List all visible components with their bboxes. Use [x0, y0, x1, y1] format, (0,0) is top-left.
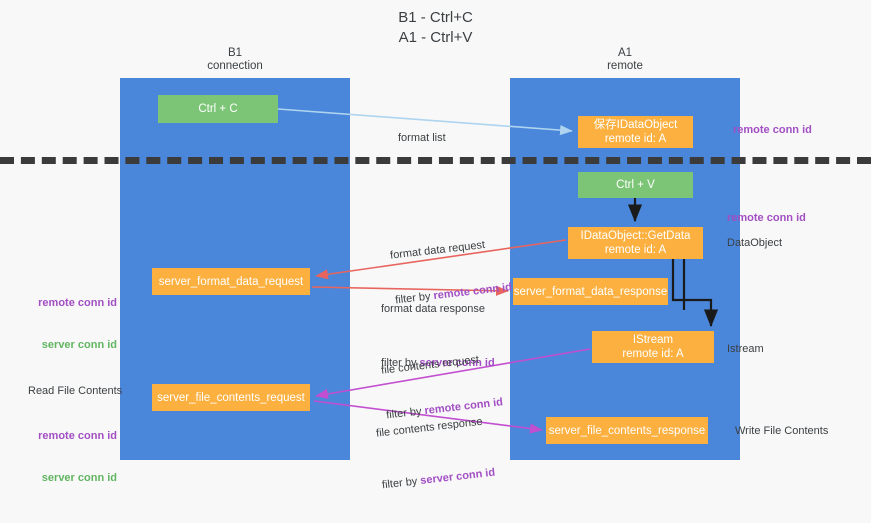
- node-idataobject-getdata-label: IDataObject::GetData: [580, 230, 691, 242]
- annotation-right-remote-conn-id-2: remote conn id: [727, 212, 806, 224]
- node-server-file-contents-request[interactable]: server_file_contents_request: [152, 384, 310, 411]
- edge-label-file-contents-response: file contents response filter by server …: [372, 384, 499, 523]
- diagram-canvas: B1 - Ctrl+C A1 - Ctrl+V B1 connection A1…: [0, 8, 871, 491]
- node-save-idataobject-sublabel: remote id: A: [604, 133, 667, 145]
- annotation-right-remote-conn-id-1: remote conn id: [733, 124, 812, 136]
- column-header-b1-name: B1: [227, 47, 243, 59]
- node-server-format-data-request[interactable]: server_format_data_request: [152, 268, 310, 295]
- connector-layer: [277, 108, 719, 434]
- node-ctrl-v-label: Ctrl + V: [616, 179, 655, 191]
- title-line-2: A1 - Ctrl+V: [398, 29, 473, 46]
- arrow-format-data-response: [311, 285, 509, 296]
- annotation-right-dataobject: DataObject: [727, 237, 783, 249]
- edge-label-file-contents-response-text: file contents response: [375, 415, 484, 440]
- edge-label-format-data-response-filter: filter by server conn id: [381, 356, 495, 371]
- node-server-file-contents-request-label: server_file_contents_request: [157, 391, 305, 404]
- arrow-file-contents-request: [315, 348, 591, 400]
- annotation-left-read-file-contents: Read File Contents: [28, 385, 123, 397]
- annotation-left-remote-conn-id-1: remote conn id: [38, 297, 117, 309]
- annotation-left-conn-ids-top: remote conn id server conn id: [22, 268, 117, 380]
- annotation-right-istream: Istream: [727, 343, 764, 355]
- edge-label-format-list-text: format list: [398, 132, 446, 144]
- node-ctrl-v[interactable]: Ctrl + V: [578, 172, 693, 198]
- node-server-format-data-response[interactable]: server_format_data_response: [513, 278, 668, 305]
- node-server-format-data-response-label: server_format_data_response: [513, 285, 668, 298]
- node-server-file-contents-response-label: server_file_contents_response: [548, 424, 706, 437]
- node-istream-label: IStream: [632, 334, 674, 346]
- node-idataobject-getdata[interactable]: IDataObject::GetData remote id: A: [568, 227, 703, 259]
- annotation-left-server-conn-id-2: server conn id: [41, 472, 117, 484]
- node-istream-sublabel: remote id: A: [622, 348, 684, 360]
- arrow-format-data-request: [315, 239, 567, 280]
- filter-prefix: filter by: [381, 357, 420, 369]
- node-istream[interactable]: IStream remote id: A: [592, 331, 714, 363]
- arrow-getdata-to-istream: [671, 259, 719, 328]
- edge-label-format-list: format list: [398, 101, 446, 176]
- filter-key-server-conn-id: server conn id: [419, 357, 495, 369]
- node-save-idataobject-label: 保存IDataObject: [593, 119, 678, 131]
- node-idataobject-getdata-sublabel: remote id: A: [604, 244, 667, 256]
- column-header-a1-role: remote: [607, 60, 643, 72]
- column-header-a1: A1 remote: [510, 47, 740, 73]
- node-server-file-contents-response[interactable]: server_file_contents_response: [546, 417, 708, 444]
- column-header-b1: B1 connection: [120, 47, 350, 73]
- node-server-format-data-request-label: server_format_data_request: [158, 275, 304, 288]
- arrow-format-list: [277, 108, 573, 136]
- edge-label-format-data-response: format data response filter by server co…: [381, 272, 495, 401]
- annotation-left-remote-conn-id-2: remote conn id: [38, 430, 117, 442]
- filter-key-server-conn-id: server conn id: [419, 466, 496, 488]
- edge-label-format-data-response-text: format data response: [381, 303, 485, 315]
- annotation-right-write-file-contents: Write File Contents: [735, 425, 829, 437]
- page-title: B1 - Ctrl+C A1 - Ctrl+V: [0, 8, 871, 48]
- node-ctrl-c-label: Ctrl + C: [198, 103, 238, 115]
- annotation-left-server-conn-id-1: server conn id: [41, 339, 117, 351]
- section-divider: [0, 157, 871, 164]
- edge-label-file-contents-request-text: file contents request: [380, 353, 480, 377]
- column-header-b1-role: connection: [207, 60, 263, 72]
- arrow-file-contents-response: [313, 400, 543, 434]
- edge-label-file-contents-response-filter: filter by server conn id: [381, 466, 496, 494]
- filter-prefix: filter by: [381, 475, 422, 492]
- edge-label-format-data-request-text: format data request: [389, 239, 486, 262]
- annotation-left-conn-ids-bottom: remote conn id server conn id: [22, 401, 117, 513]
- column-header-a1-name: A1: [617, 47, 633, 59]
- node-save-idataobject[interactable]: 保存IDataObject remote id: A: [578, 116, 693, 148]
- node-ctrl-c[interactable]: Ctrl + C: [158, 95, 278, 123]
- title-line-1: B1 - Ctrl+C: [398, 9, 473, 26]
